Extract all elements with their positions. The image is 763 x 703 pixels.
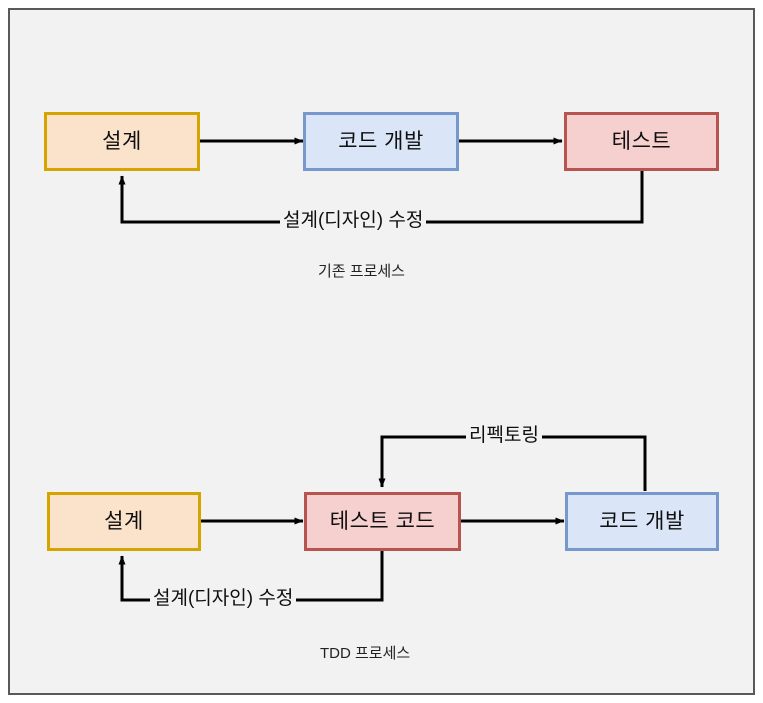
node-design-legacy[interactable]: 설계: [44, 112, 200, 171]
caption-tdd-process: TDD 프로세스: [320, 645, 411, 662]
node-code-tdd[interactable]: 코드 개발: [565, 492, 719, 551]
edge-label-design-revision-legacy: 설계(디자인) 수정: [280, 210, 427, 232]
node-label: 설계: [102, 130, 142, 153]
node-label: 설계: [104, 510, 144, 533]
caption-legacy-process: 기존 프로세스: [318, 263, 405, 280]
node-design-tdd[interactable]: 설계: [47, 492, 201, 551]
node-label: 테스트 코드: [329, 510, 436, 533]
node-test-code-tdd[interactable]: 테스트 코드: [304, 492, 461, 551]
node-label: 테스트: [611, 130, 672, 153]
node-code-legacy[interactable]: 코드 개발: [303, 112, 459, 171]
node-label: 코드 개발: [338, 130, 424, 153]
node-label: 코드 개발: [599, 510, 685, 533]
edge-label-refactoring: 리펙토링: [466, 425, 542, 447]
node-test-legacy[interactable]: 테스트: [564, 112, 719, 171]
edge-label-design-revision-tdd: 설계(디자인) 수정: [150, 588, 297, 610]
